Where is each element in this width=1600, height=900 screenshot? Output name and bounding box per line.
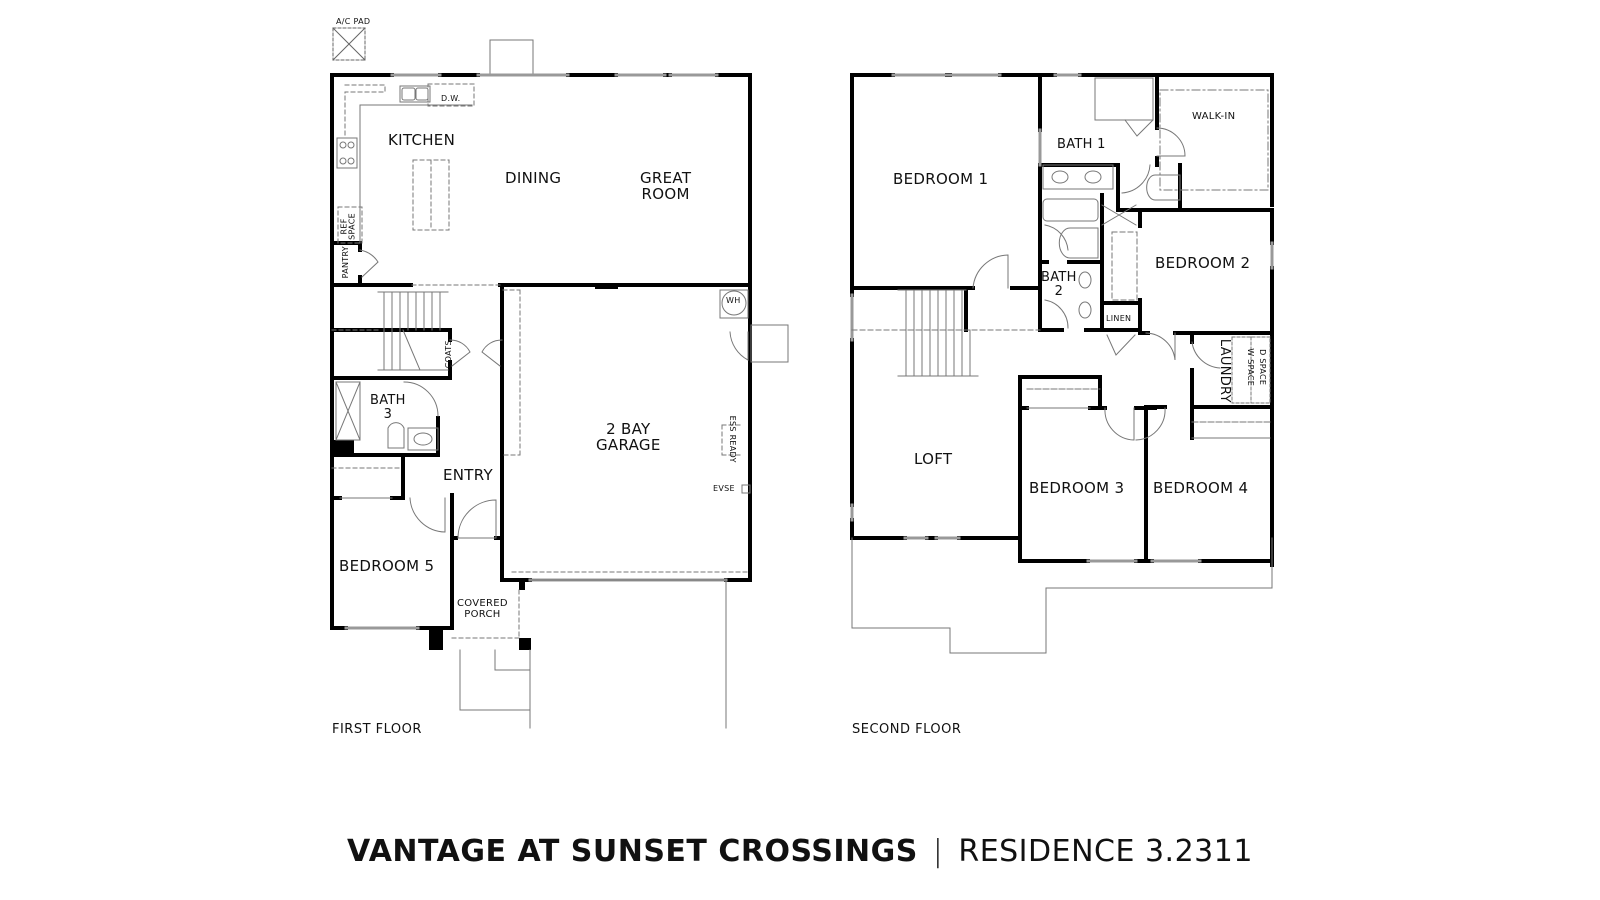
porch-line-1: COVERED <box>457 598 508 609</box>
ref-space-label: REF SPACE <box>340 209 358 243</box>
pantry-label: PANTRY <box>340 246 350 279</box>
room-label-kitchen: KITCHEN <box>388 131 456 149</box>
garage-line-1: 2 BAY <box>606 420 651 438</box>
evse-label: EVSE <box>713 484 735 493</box>
plan-title: VANTAGE AT SUNSET CROSSINGS | RESIDENCE … <box>0 834 1600 869</box>
room-label-bedroom-2: BEDROOM 2 <box>1155 254 1251 272</box>
water-heater-label: WH <box>726 296 741 305</box>
ess-ready-label: ESS READY <box>728 415 738 463</box>
room-label-bath-3: BATH 3 <box>370 394 406 421</box>
dryer-space-label: D SPACE <box>1258 342 1268 392</box>
room-label-dining: DINING <box>505 169 562 187</box>
room-label-bedroom-1: BEDROOM 1 <box>893 170 989 188</box>
first-floor-plan <box>330 27 789 729</box>
room-label-bath-1: BATH 1 <box>1057 137 1106 152</box>
ac-pad-icon <box>332 27 366 61</box>
room-label-entry: ENTRY <box>443 466 493 484</box>
room-label-covered-porch: COVERED PORCH <box>457 598 508 620</box>
room-label-loft: LOFT <box>914 450 953 468</box>
washer-line-1: W <box>1246 348 1256 357</box>
ac-pad-label: A/C PAD <box>336 17 371 26</box>
porch-line-2: PORCH <box>464 608 501 620</box>
ref-space-line-2: SPACE <box>348 212 357 240</box>
second-floor-walls <box>850 73 1274 567</box>
coats-label: COATS <box>443 340 453 369</box>
garage-line-2: GARAGE <box>596 435 661 454</box>
great-room-line-2: ROOM <box>641 184 690 203</box>
community-name: VANTAGE AT SUNSET CROSSINGS <box>347 834 918 869</box>
residence-name: RESIDENCE 3.2311 <box>958 834 1253 869</box>
room-label-great-room: GREAT ROOM <box>640 169 692 203</box>
room-label-bedroom-3: BEDROOM 3 <box>1029 479 1125 497</box>
title-separator: | <box>932 834 944 869</box>
bath-2-line-2: 2 <box>1054 283 1064 299</box>
second-floor-label: SECOND FLOOR <box>852 722 962 737</box>
dryer-line-1: D <box>1258 349 1268 356</box>
washer-line-2: SPACE <box>1246 359 1256 387</box>
room-label-garage: 2 BAY GARAGE <box>596 420 661 454</box>
room-label-laundry: LAUNDRY <box>1216 338 1232 403</box>
bath-3-line-1: BATH <box>370 393 406 408</box>
linen-label: LINEN <box>1106 314 1132 323</box>
bath-3-line-2: 3 <box>383 406 393 422</box>
room-label-bedroom-5: BEDROOM 5 <box>339 557 435 575</box>
room-label-bath-2: BATH 2 <box>1041 271 1077 298</box>
bath-2-line-1: BATH <box>1041 270 1077 285</box>
great-room-line-1: GREAT <box>640 169 692 187</box>
first-floor-walls <box>330 73 752 630</box>
room-label-bedroom-4: BEDROOM 4 <box>1153 479 1249 497</box>
first-floor-label: FIRST FLOOR <box>332 722 422 737</box>
washer-space-label: W SPACE <box>1246 342 1256 392</box>
second-floor-plan <box>850 73 1274 654</box>
dishwasher-label: D.W. <box>441 94 461 103</box>
dryer-line-2: SPACE <box>1258 358 1268 386</box>
room-label-walk-in: WALK-IN <box>1192 111 1236 122</box>
